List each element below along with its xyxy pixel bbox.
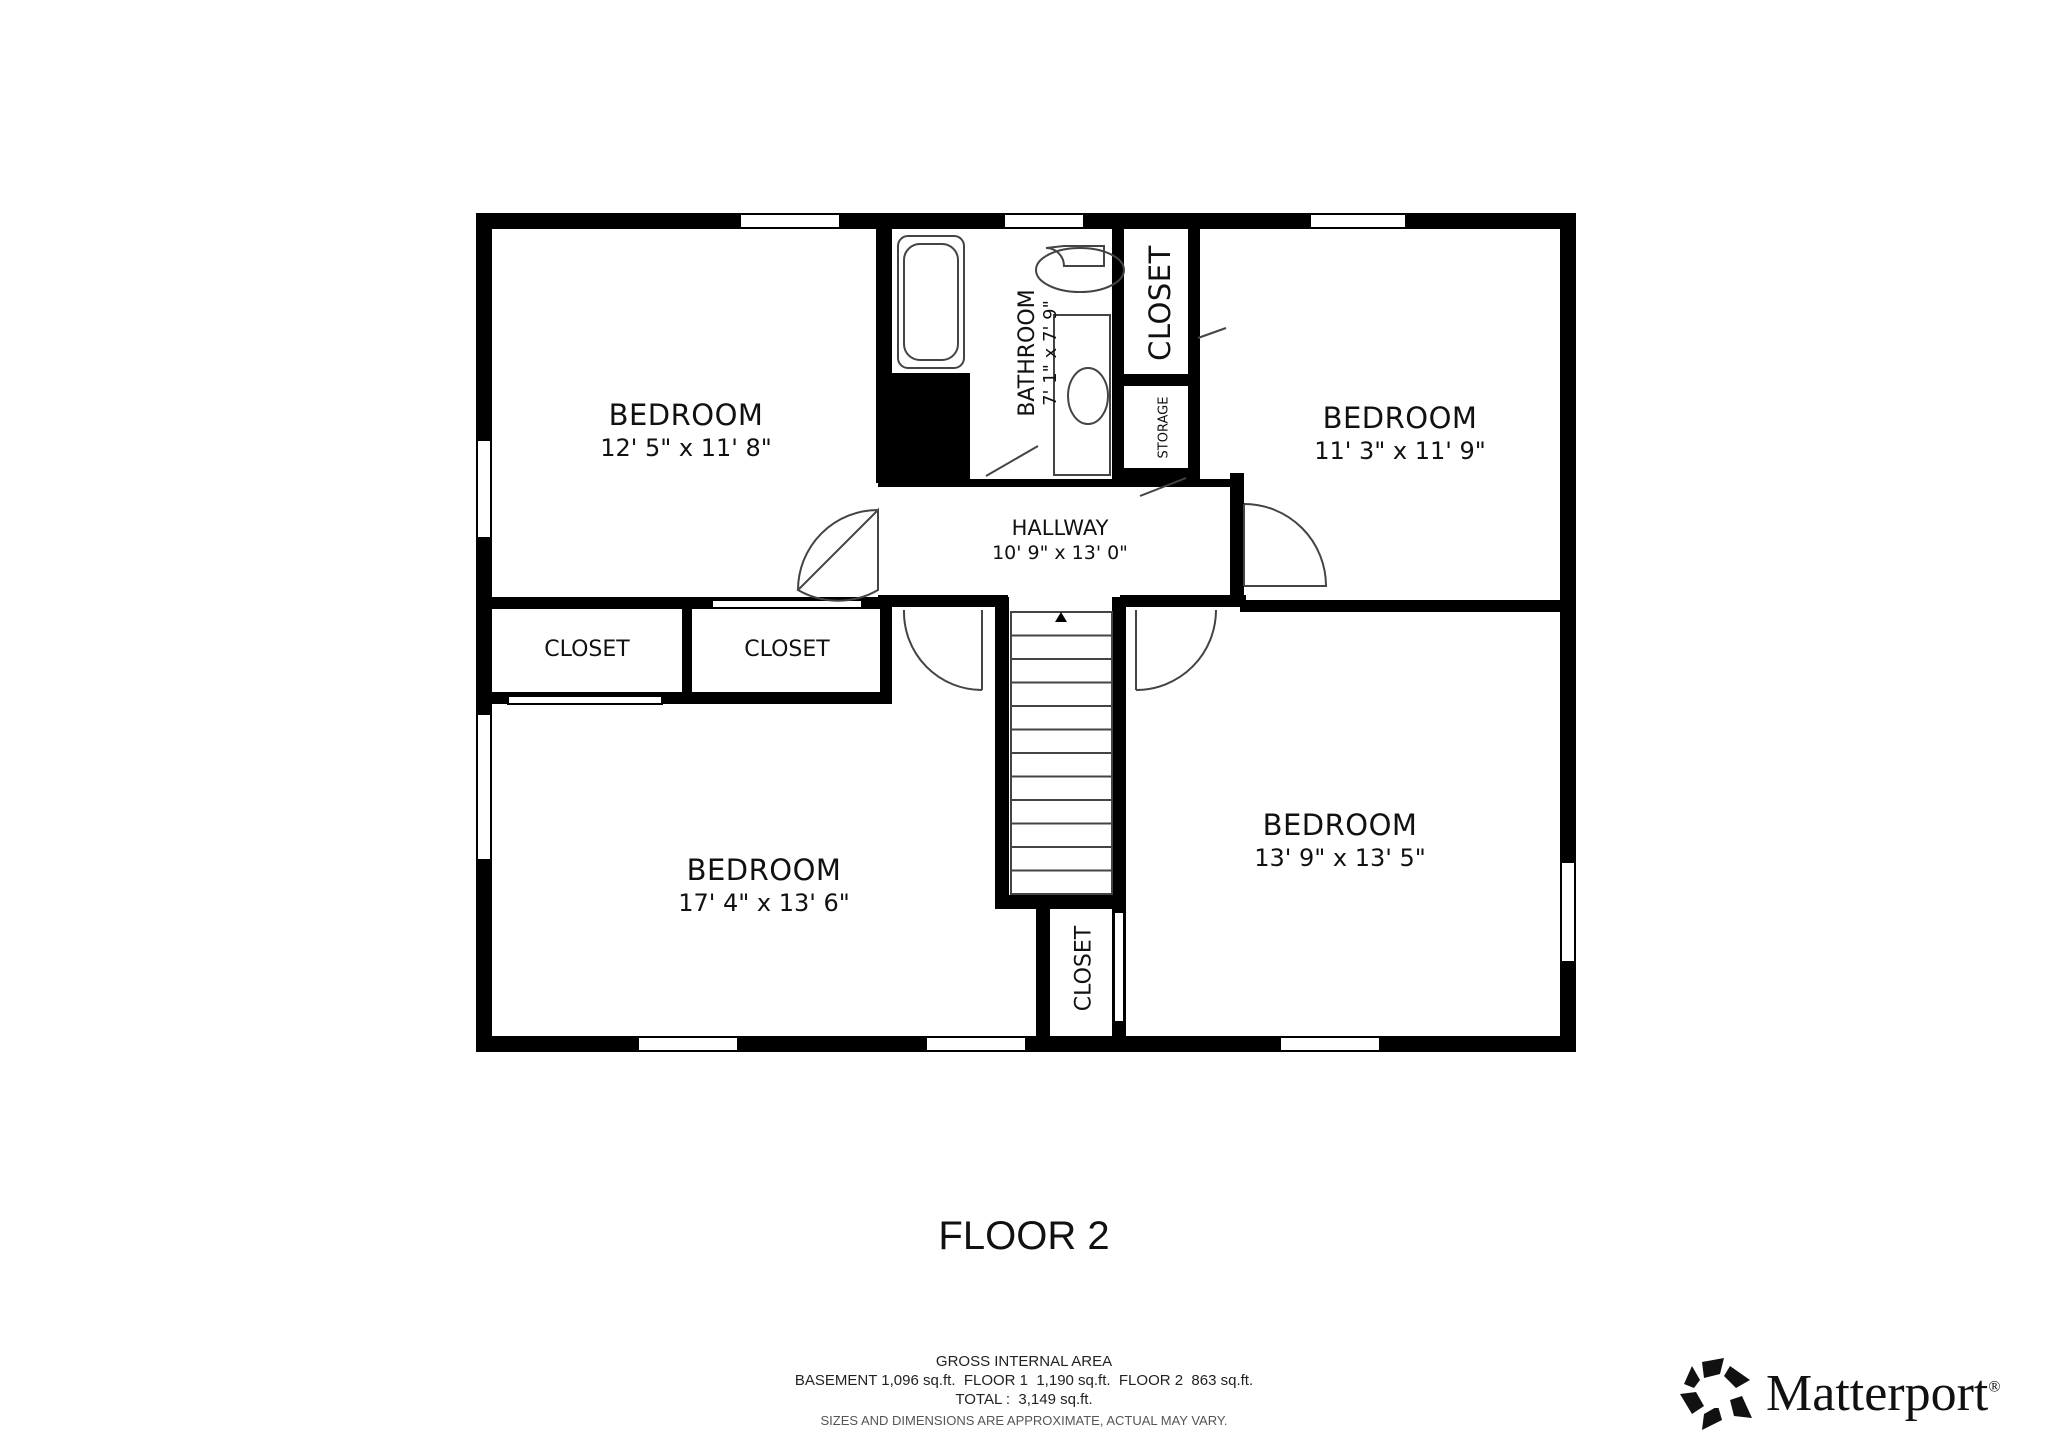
windows [476,213,1576,1052]
area-breakdown: BASEMENT 1,096 sq.ft. FLOOR 1 1,190 sq.f… [794,1372,1254,1389]
stair-direction-arrow [1055,612,1067,622]
room-name: CLOSET [544,637,630,662]
room-closet-ne: CLOSET [1143,233,1177,373]
room-bedroom-sw: BEDROOM 17' 4" x 13' 6" [664,853,864,917]
area-heading: GROSS INTERNAL AREA [935,1353,1113,1370]
room-name: BEDROOM [1262,808,1418,842]
room-name: HALLWAY [1011,516,1109,540]
room-dimensions: 7' 1" x 7' 9" [1040,300,1061,406]
bath-fixtures [897,235,1125,476]
room-bedroom-se: BEDROOM 13' 9" x 13' 5" [1240,808,1440,872]
room-hallway: HALLWAY 10' 9" x 13' 0" [960,516,1160,564]
room-bathroom: BATHROOM 7' 1" x 7' 9" [1015,253,1061,453]
room-storage: STORAGE [1157,378,1172,478]
trademark-symbol: ® [1988,1378,2001,1396]
matterport-logo-icon [1680,1358,1752,1430]
room-name: CLOSET [1143,245,1177,361]
room-name: BEDROOM [686,853,842,887]
brand: Matterport® [1678,1358,2038,1430]
area-summary: GROSS INTERNAL AREA BASEMENT 1,096 sq.ft… [0,1352,2048,1430]
area-disclaimer: SIZES AND DIMENSIONS ARE APPROXIMATE, AC… [820,1413,1228,1428]
room-dimensions: 11' 3" x 11' 9" [1314,437,1486,465]
brand-name: Matterport® [1766,1364,2001,1423]
room-name: CLOSET [744,637,830,662]
room-name: STORAGE [1156,396,1172,459]
room-dimensions: 12' 5" x 11' 8" [600,434,772,462]
room-closet-w2: CLOSET [712,637,862,662]
staircase [1010,611,1113,895]
room-name: BATHROOM [1015,289,1040,417]
floor-title: FLOOR 2 [938,1214,1110,1258]
room-dimensions: 10' 9" x 13' 0" [992,542,1128,564]
room-name: BEDROOM [608,398,764,432]
brand-wordmark: Matterport [1766,1365,1989,1422]
room-dimensions: 17' 4" x 13' 6" [678,889,850,917]
room-closet-w1: CLOSET [512,637,662,662]
room-bedroom-ne: BEDROOM 11' 3" x 11' 9" [1300,401,1500,465]
room-name: BEDROOM [1322,401,1478,435]
area-total: TOTAL : 3,149 sq.ft. [955,1391,1093,1408]
room-bedroom-nw: BEDROOM 12' 5" x 11' 8" [586,398,786,462]
door-swings [796,327,1328,691]
room-dimensions: 13' 9" x 13' 5" [1254,844,1426,872]
room-closet-s: CLOSET [1072,909,1097,1029]
room-name: CLOSET [1071,925,1097,1012]
